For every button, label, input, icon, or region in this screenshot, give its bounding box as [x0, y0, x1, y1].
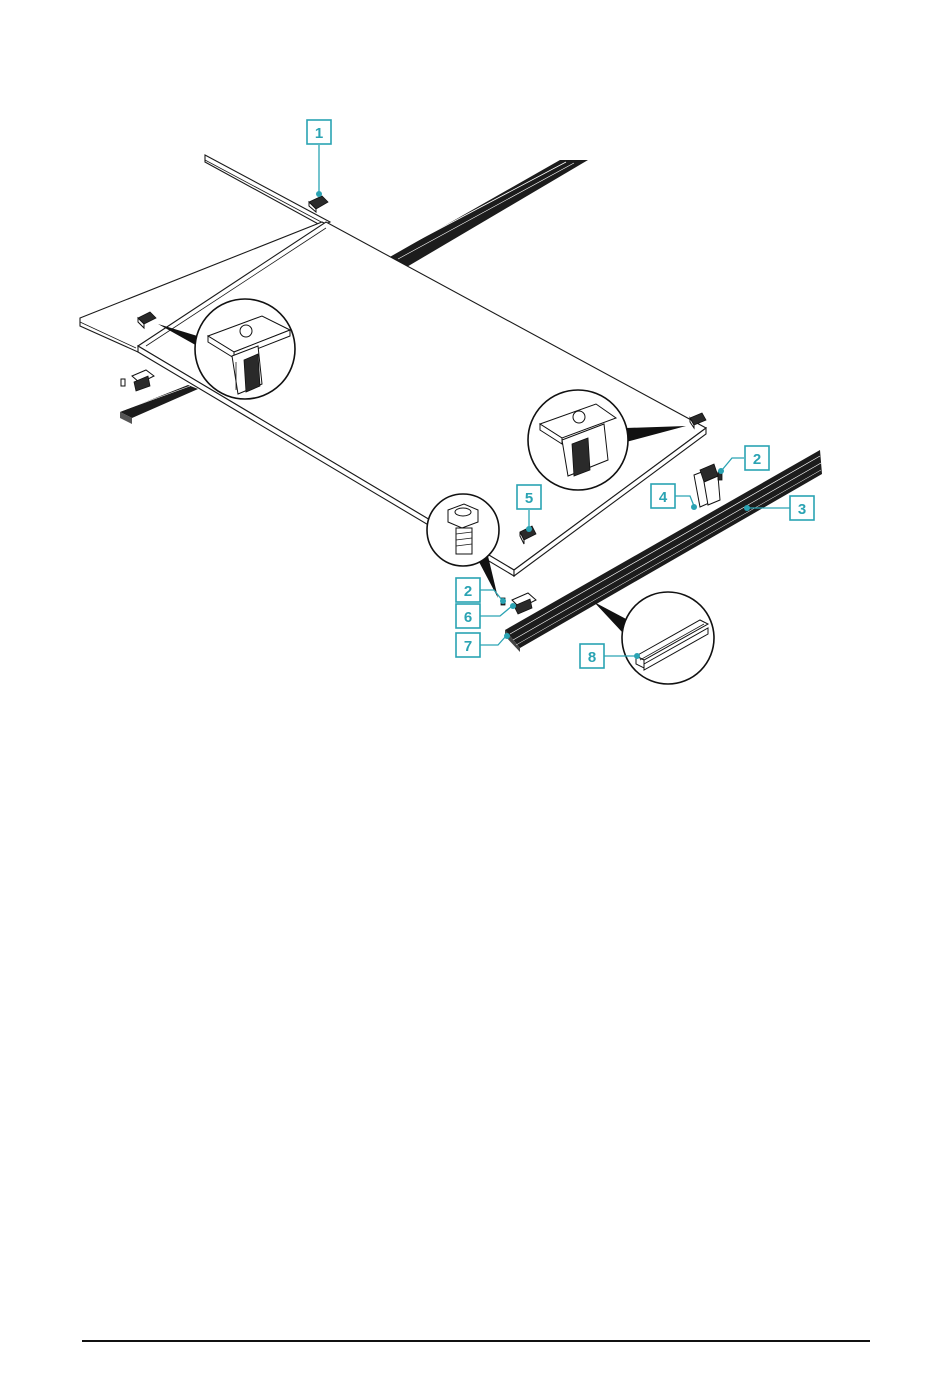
callout-label-4: 4 [659, 489, 668, 506]
leader-6-dot [510, 603, 516, 609]
callout-label-5: 5 [525, 490, 533, 507]
callout-label-8: 8 [588, 649, 596, 666]
leader-3-dot [744, 505, 750, 511]
callout-label-1: 1 [315, 125, 323, 142]
leader-7 [480, 636, 506, 645]
clamp-top-center [309, 196, 328, 212]
leader-2b-dot [500, 598, 506, 604]
zoom-rail-connector [594, 592, 714, 684]
leader-8-dot [634, 653, 640, 659]
callout-label-6: 6 [464, 609, 472, 626]
leader-4 [675, 496, 694, 506]
leader-2b [480, 590, 502, 600]
panel-back [205, 155, 330, 226]
clamp-left-rail [121, 370, 154, 391]
leader-1-dot [316, 191, 322, 197]
leader-7-dot [504, 633, 510, 639]
leader-4-dot [691, 504, 697, 510]
mid-clamp-6 [512, 593, 536, 614]
leader-5-dot [526, 526, 532, 532]
callout-label-3: 3 [798, 501, 806, 518]
leader-2a [722, 458, 744, 470]
leader-2a-dot [718, 468, 724, 474]
callout-label-2a: 2 [753, 451, 761, 468]
end-clamp-4 [694, 464, 720, 507]
rail-back [388, 160, 588, 268]
rail-left-stub [120, 385, 198, 424]
callout-label-7: 7 [464, 638, 472, 655]
callout-label-2b: 2 [464, 583, 472, 600]
leader-6 [480, 606, 512, 616]
